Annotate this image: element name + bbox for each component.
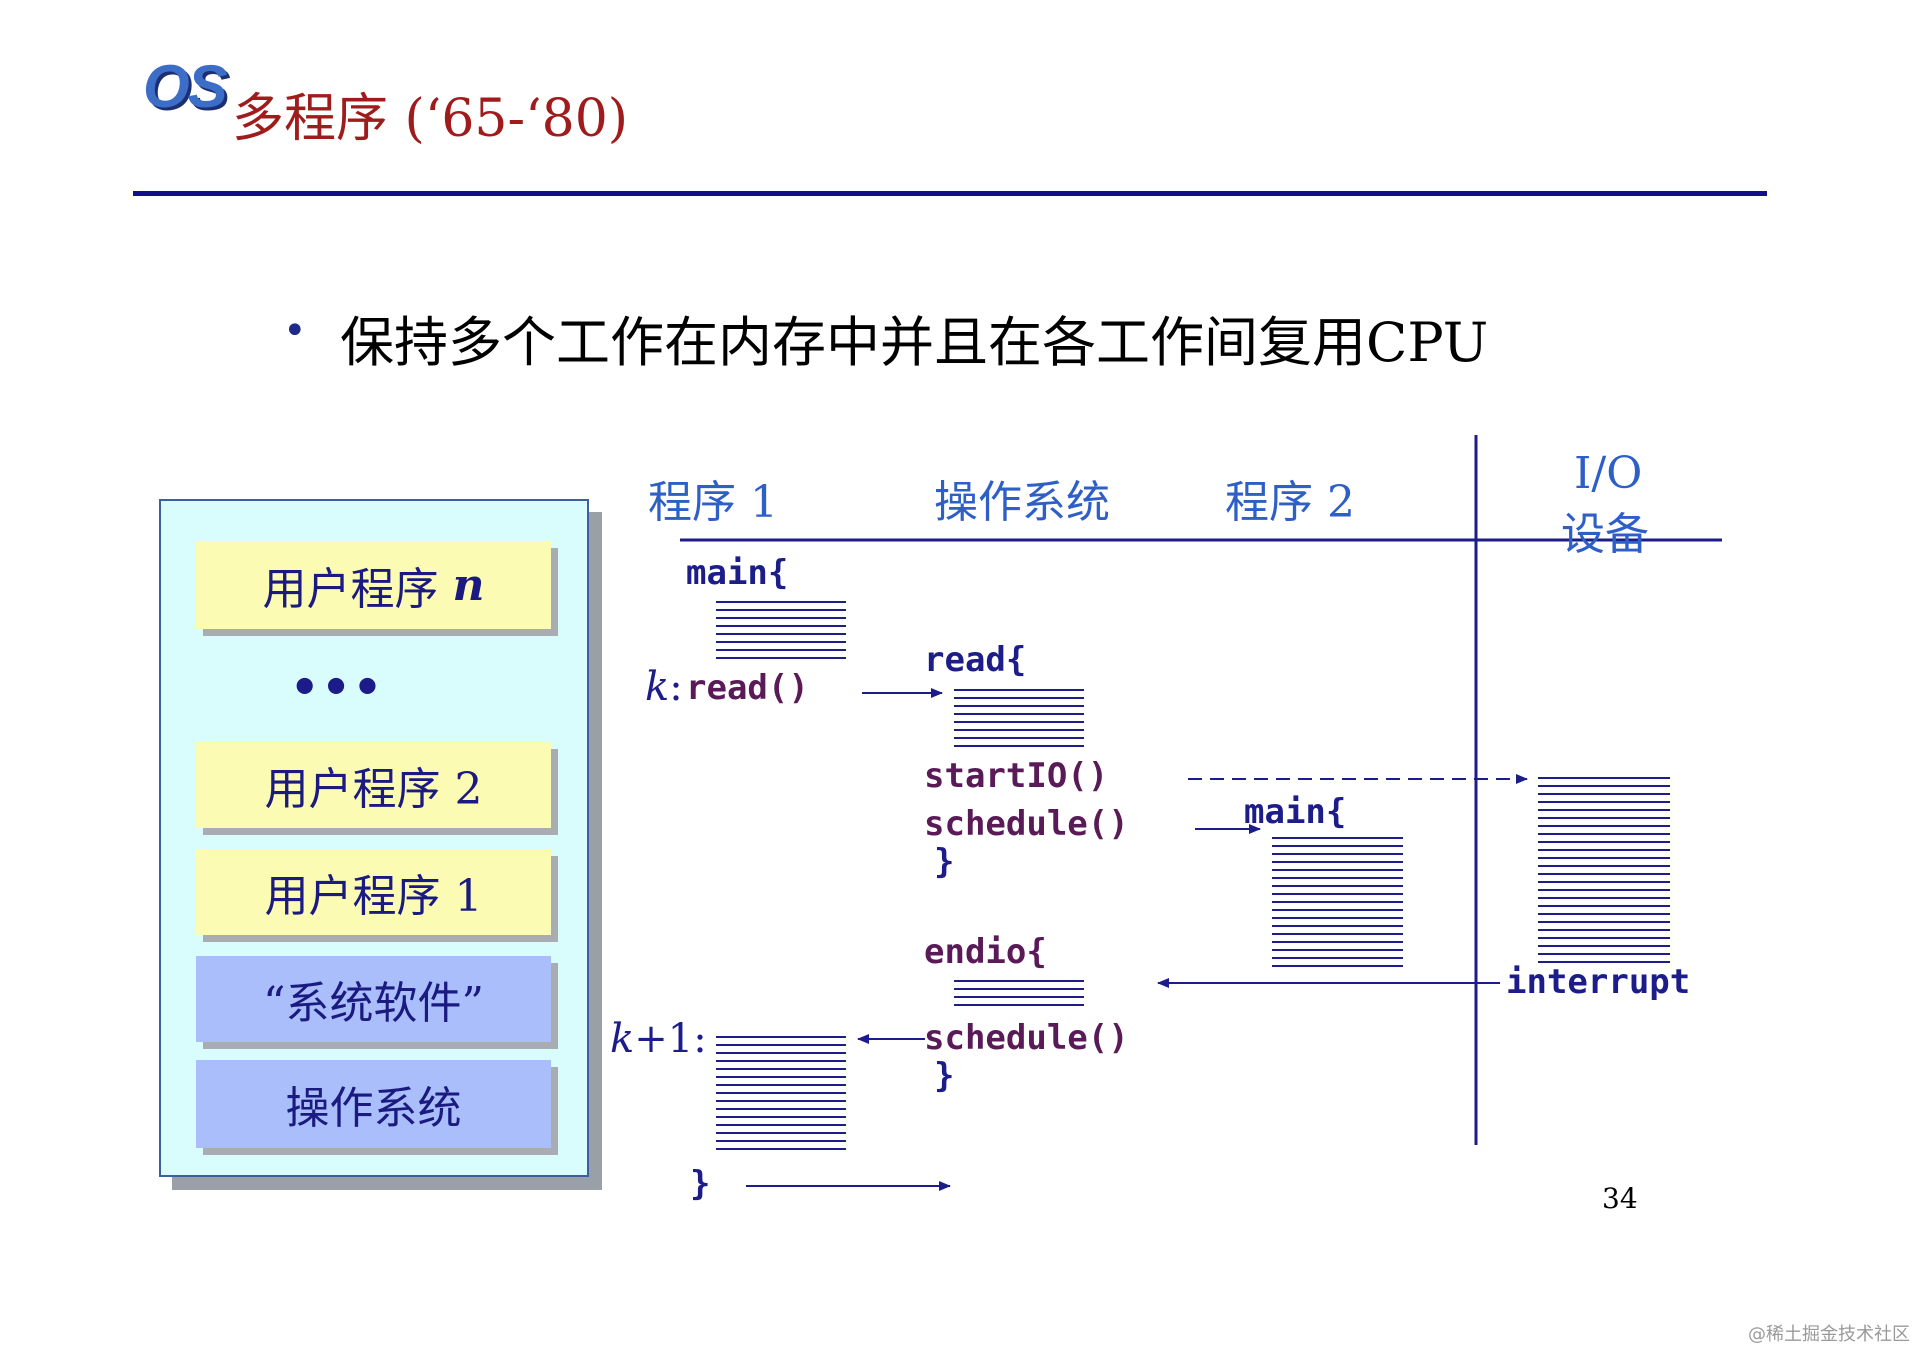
block-user-program-2: 用户程序 2: [196, 742, 551, 828]
block-system-software: “系统软件”: [196, 956, 551, 1042]
watermark: @稀土掘金技术社区: [1748, 1324, 1910, 1345]
block-user-program-n: 用户程序 n: [196, 541, 551, 629]
k1-sep: +1:: [634, 1016, 707, 1062]
k1-var: k: [610, 1016, 635, 1062]
ellipsis: •••: [290, 660, 385, 714]
os-startio: startIO(): [924, 756, 1109, 796]
k-var: k: [645, 664, 670, 710]
os-brace-1: }: [934, 842, 955, 882]
slide-title: 多程序 (‘65-‘80): [232, 89, 629, 149]
column-head-io-line2: 设备: [1561, 509, 1649, 560]
column-head-program1: 程序 1: [648, 477, 778, 528]
p1-brace: }: [690, 1164, 711, 1204]
hatch-p1-resume: [716, 1036, 846, 1150]
k-label: k:: [645, 664, 683, 710]
p1-read-call: read(): [686, 668, 809, 708]
memory-stack: 用户程序 n 用户程序 2 用户程序 1 “系统软件” 操作系统: [159, 499, 589, 1177]
block-user-program-n-label: 用户程序: [262, 564, 439, 615]
os-schedule-2: schedule(): [924, 1018, 1129, 1058]
block-user-program-1-label: 用户程序 1: [264, 871, 483, 922]
block-operating-system: 操作系统: [196, 1060, 551, 1148]
hatch-io-device: [1538, 777, 1670, 963]
os-schedule-1: schedule(): [924, 804, 1129, 844]
column-head-io-line1: I/O: [1574, 448, 1643, 499]
os-logo: OS: [143, 53, 228, 120]
column-head-os: 操作系统: [934, 477, 1110, 528]
io-interrupt: interrupt: [1506, 962, 1691, 1002]
hatch-os-read: [954, 689, 1084, 747]
p2-main: main{: [1244, 792, 1347, 832]
title-divider: [133, 191, 1767, 196]
hatch-p2-main: [1272, 837, 1403, 967]
bullet-marker: •: [283, 308, 307, 354]
os-brace-2: }: [934, 1056, 955, 1096]
block-user-program-2-label: 用户程序 2: [264, 764, 483, 815]
block-user-program-n-var: n: [452, 559, 485, 611]
hatch-p1-main: [716, 601, 846, 659]
p1-main: main{: [686, 553, 789, 593]
k-sep: :: [669, 664, 683, 710]
block-operating-system-label: 操作系统: [285, 1083, 462, 1134]
block-system-software-label: “系统软件”: [263, 978, 484, 1029]
bullet-text: 保持多个工作在内存中并且在各工作间复用CPU: [340, 311, 1489, 374]
hatch-os-endio: [954, 980, 1084, 1006]
os-read: read{: [924, 640, 1027, 680]
block-user-program-1: 用户程序 1: [196, 849, 551, 935]
os-endio: endio{: [924, 932, 1047, 972]
column-head-program2: 程序 2: [1225, 477, 1355, 528]
k1-label: k+1:: [610, 1016, 707, 1062]
page-number: 34: [1602, 1182, 1638, 1215]
